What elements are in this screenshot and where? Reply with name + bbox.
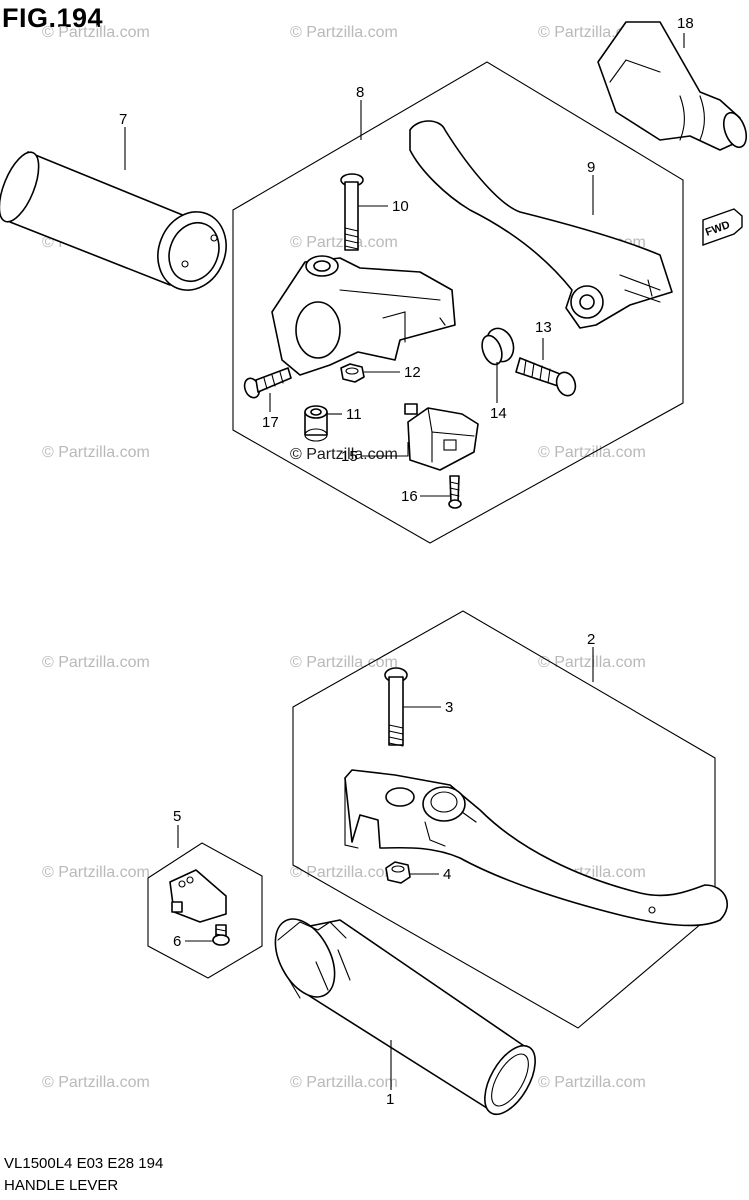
watermark: © Partzilla.com [538, 444, 646, 461]
callout-18: 18 [677, 15, 694, 32]
lever-holder-part [271, 255, 456, 376]
left-grip-part [0, 151, 227, 291]
callout-2: 2 [587, 631, 595, 648]
watermark: © Partzilla.com [290, 24, 398, 41]
callout-11: 11 [346, 406, 362, 423]
brake-lever-part [344, 769, 728, 927]
callout-3: 3 [445, 699, 453, 716]
callout-17: 17 [262, 414, 279, 431]
brake-switch-frame [147, 842, 263, 979]
callout-16: 16 [401, 488, 418, 505]
brake-nut-part [385, 861, 411, 884]
throttle-grip-part [274, 918, 536, 1116]
callout-12: 12 [404, 364, 421, 381]
forward-direction-badge: FWD [702, 208, 743, 246]
bar-end-weight-part [597, 21, 748, 151]
watermark: © Partzilla.com [42, 654, 150, 671]
watermark: © Partzilla.com [42, 24, 150, 41]
watermark: © Partzilla.com [538, 654, 646, 671]
callout-15: 15 [341, 448, 358, 465]
watermark: © Partzilla.com [538, 1074, 646, 1091]
callout-7: 7 [119, 111, 127, 128]
brake-switch-part [169, 869, 227, 923]
screw-part [243, 367, 292, 399]
callout-1: 1 [386, 1091, 394, 1108]
callout-13: 13 [535, 319, 552, 336]
callout-5: 5 [173, 808, 181, 825]
nut-part [340, 363, 365, 383]
brake-switch-screw-part [212, 924, 230, 946]
watermark: © Partzilla.com [290, 864, 398, 881]
clutch-lever-part [409, 120, 673, 329]
clutch-switch-part [404, 403, 479, 471]
callout-6: 6 [173, 933, 181, 950]
callout-10: 10 [392, 198, 409, 215]
callout-8: 8 [356, 84, 364, 101]
watermark: © Partzilla.com [290, 654, 398, 671]
callout-4: 4 [443, 866, 451, 883]
watermark: © Partzilla.com [42, 1074, 150, 1091]
callouts: 7 8 9 18 10 12 11 17 13 14 15 16 2 3 4 5 [119, 15, 694, 1108]
assembly-name: HANDLE LEVER [4, 1177, 119, 1194]
pivot-bolt-part [340, 173, 364, 251]
brake-pivot-bolt-part [384, 667, 408, 747]
clutch-lever-assembly-frame [232, 61, 684, 544]
switch-screw-part [448, 475, 462, 509]
callout-14: 14 [490, 405, 507, 422]
watermark: © Partzilla.com [290, 1074, 398, 1091]
figure-title: FIG.194 [2, 3, 104, 33]
callout-9: 9 [587, 159, 595, 176]
adjuster-bolt-part [515, 357, 577, 397]
collar-part [304, 405, 328, 442]
watermark: © Partzilla.com [42, 444, 150, 461]
watermark: © Partzilla.com [42, 864, 150, 881]
adjuster-ring-part [481, 327, 515, 366]
watermark: © Partzilla.com [290, 446, 398, 463]
model-code: VL1500L4 E03 E28 194 [4, 1155, 164, 1172]
watermark: © Partzilla.com [290, 234, 398, 251]
